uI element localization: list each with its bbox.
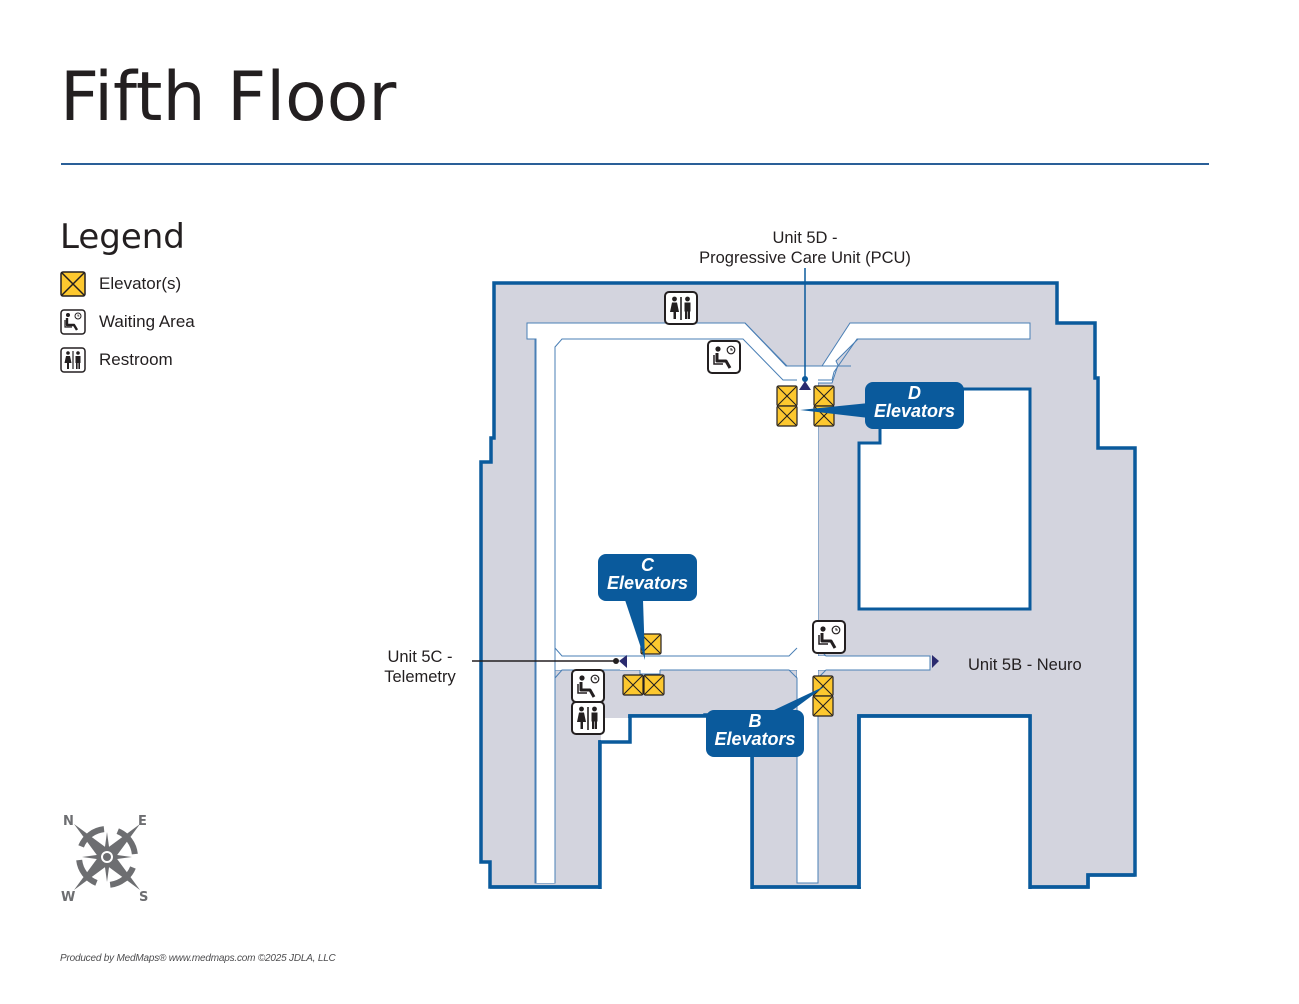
restroom-icon	[60, 347, 86, 373]
callout-b-label: Elevators	[714, 729, 796, 749]
callout-c-letter: C	[641, 555, 654, 575]
waiting-area-icon-center	[811, 619, 847, 655]
unit-5b-label: Unit 5B - Neuro	[968, 655, 1082, 675]
svg-text:N: N	[63, 814, 74, 829]
legend-label-waiting-area: Waiting Area	[99, 312, 195, 331]
restroom-icon-west	[571, 701, 605, 735]
marker-5c	[619, 655, 627, 668]
elevators-b	[812, 675, 834, 717]
callout-b-letter: B	[748, 711, 762, 731]
callout-c-elevators: C Elevators	[598, 554, 697, 601]
legend-label-elevator: Elevator(s)	[99, 274, 182, 293]
marker-5b	[932, 655, 939, 668]
legend-label-restroom: Restroom	[99, 350, 173, 369]
marker-5d	[799, 381, 811, 390]
page-title: Fifth Floor	[60, 58, 397, 137]
callout-d-letter: D	[908, 383, 921, 403]
footer-credit: Produced by MedMaps® www.medmaps.com ©20…	[60, 953, 336, 964]
waiting-area-icon	[60, 309, 86, 335]
waiting-area-icon-north	[706, 339, 742, 375]
compass-rose-icon: N E W S	[61, 814, 148, 905]
elevator-icon	[60, 271, 86, 297]
courtyard-northeast	[857, 387, 1032, 611]
unit-5c-line1: Unit 5C -	[387, 648, 453, 666]
title-divider	[61, 163, 1209, 165]
unit-5b-line1: Unit 5B - Neuro	[968, 656, 1082, 674]
legend-title: Legend	[60, 217, 185, 257]
unit-5d-label: Unit 5D - Progressive Care Unit (PCU)	[690, 228, 920, 268]
legend-item-restroom: Restroom	[60, 341, 195, 379]
waiting-area-icon-west	[570, 668, 606, 704]
callout-c-label: Elevators	[606, 573, 689, 593]
callout-d-label: Elevators	[873, 401, 956, 421]
legend-item-waiting-area: Waiting Area	[60, 303, 195, 341]
callout-d-elevators: D Elevators	[865, 382, 964, 429]
legend: Legend Elevator(s) Waiting Area	[60, 215, 195, 379]
callout-b-elevators: B Elevators	[706, 710, 804, 757]
restroom-icon-north	[664, 291, 698, 325]
unit-5d-line1: Unit 5D -	[772, 229, 838, 247]
legend-item-elevator: Elevator(s)	[60, 265, 195, 303]
unit-5c-line2: Telemetry	[384, 668, 456, 686]
unit-5d-line2: Progressive Care Unit (PCU)	[699, 249, 911, 267]
svg-text:E: E	[138, 814, 147, 829]
svg-text:W: W	[61, 890, 75, 905]
unit-5c-label: Unit 5C - Telemetry	[370, 647, 470, 687]
svg-text:S: S	[139, 890, 148, 905]
